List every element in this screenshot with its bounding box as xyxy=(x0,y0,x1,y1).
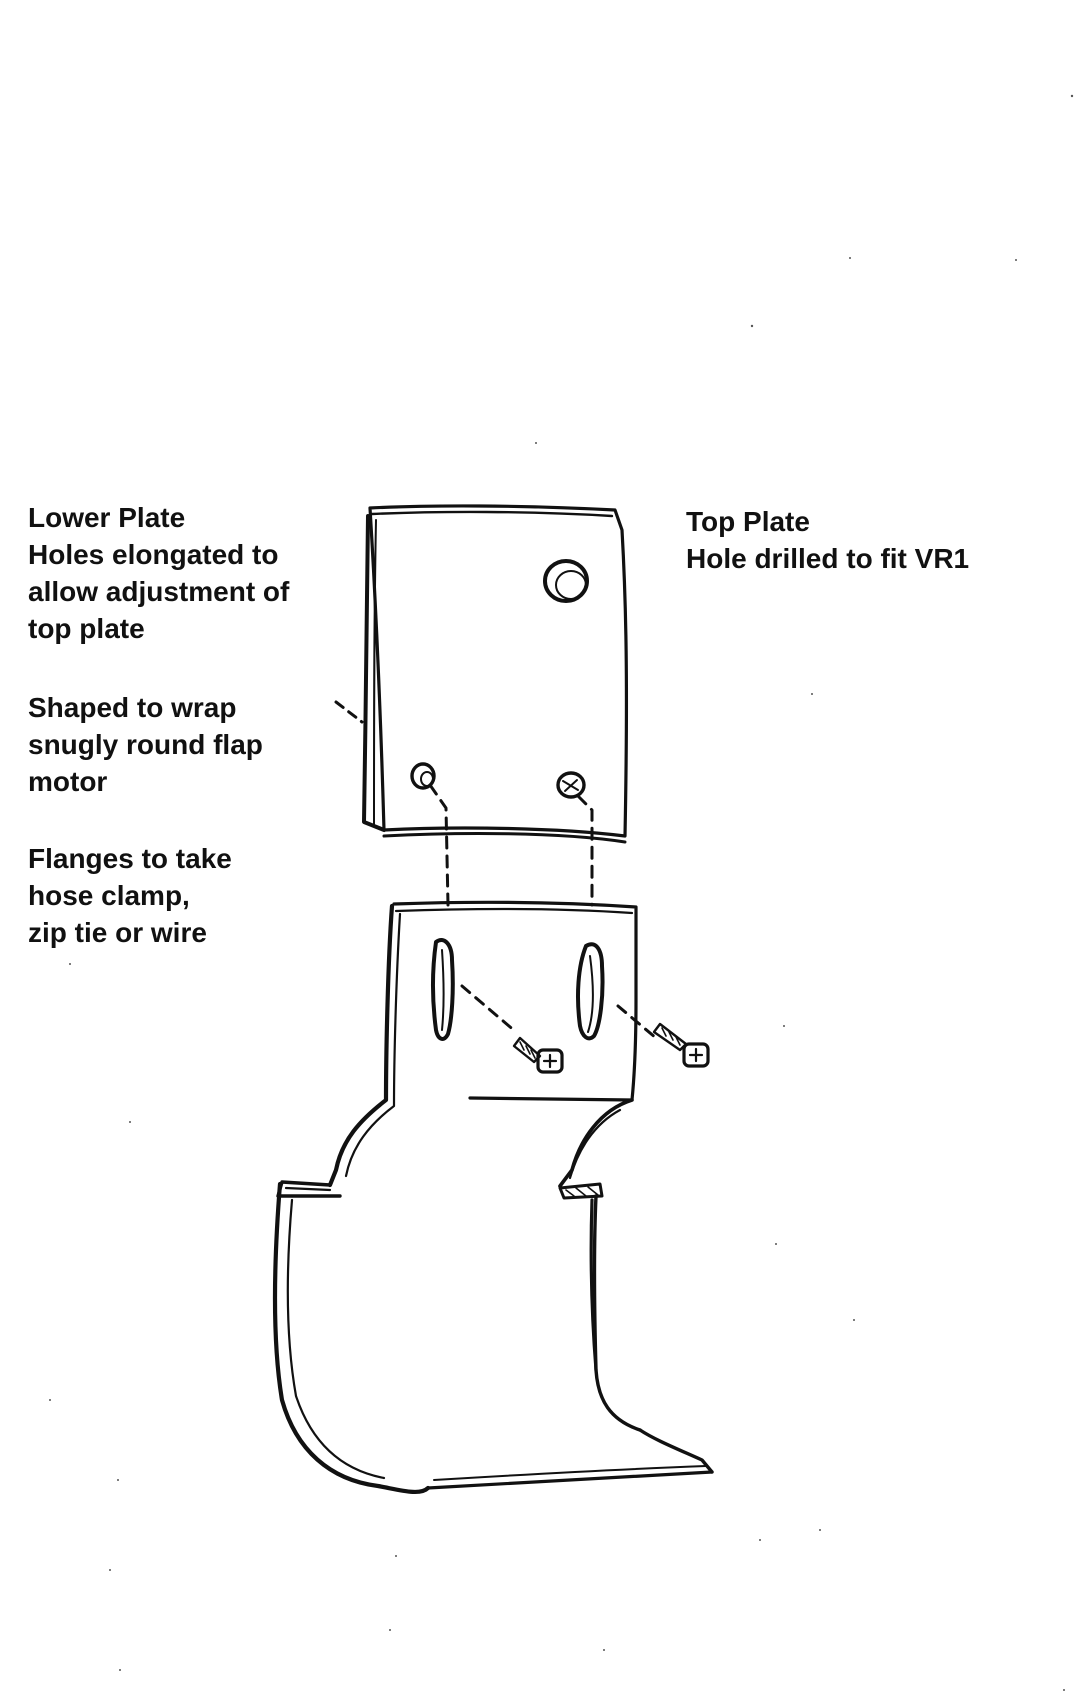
alignment-line-right xyxy=(576,794,594,907)
lower-plate-label: Lower Plate Holes elongated to allow adj… xyxy=(28,499,289,647)
top-plate-title: Top Plate xyxy=(686,506,810,537)
screw-left xyxy=(512,1036,564,1074)
flanges-note-line-2: hose clamp, xyxy=(28,880,190,911)
vr1-hole xyxy=(543,559,589,603)
lower-plate-note-line-3: top plate xyxy=(28,613,145,644)
flanges-note-line-3: zip tie or wire xyxy=(28,917,207,948)
shaped-note-line-1: Shaped to wrap xyxy=(28,692,237,723)
lower-plate-slot-left xyxy=(431,938,455,1041)
top-plate-note-line-1: Hole drilled to fit VR1 xyxy=(686,543,970,574)
paper-speckles xyxy=(49,94,1074,1691)
top-plate-label: Top Plate Hole drilled to fit VR1 xyxy=(686,503,969,577)
shaped-note-line-2: snugly round flap xyxy=(28,729,263,760)
shaped-note-line-3: motor xyxy=(28,766,108,797)
lower-plate-slot-right xyxy=(576,942,605,1041)
lower-plate-note-line-1: Holes elongated to xyxy=(28,539,279,570)
flanges-note: Flanges to take hose clamp, zip tie or w… xyxy=(28,840,232,951)
top-plate xyxy=(362,504,629,844)
flanges-note-line-1: Flanges to take xyxy=(28,843,232,874)
top-plate-screw-hole-right xyxy=(556,771,586,799)
screw-right xyxy=(652,1022,710,1068)
leader-line xyxy=(334,700,364,724)
alignment-line-left xyxy=(428,783,450,907)
shaped-note: Shaped to wrap snugly round flap motor xyxy=(28,689,263,800)
lower-plate-note-line-2: allow adjustment of xyxy=(28,576,290,607)
top-plate-screw-hole-left xyxy=(410,762,436,790)
lower-plate-title: Lower Plate xyxy=(28,502,186,533)
lower-plate xyxy=(272,900,714,1495)
